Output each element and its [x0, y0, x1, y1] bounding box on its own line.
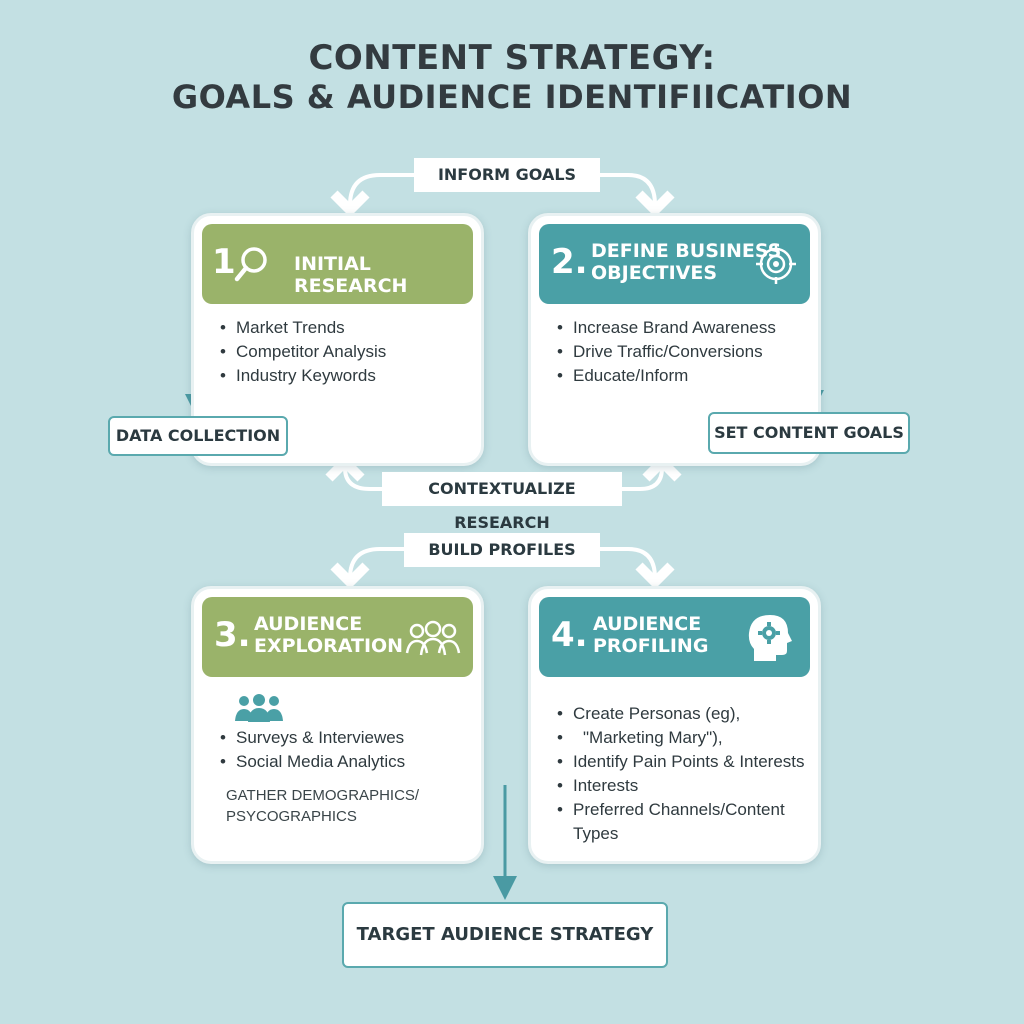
target-audience-strategy-box: TARGET AUDIENCE STRATEGY [342, 902, 668, 968]
card-1-title: INITIAL RESEARCH [294, 253, 408, 297]
contextualize-right-arrow [620, 454, 682, 491]
list-item: Drive Traffic/Conversions [557, 340, 776, 364]
list-item: Educate/Inform [557, 364, 776, 388]
card-3-bullets: Surveys & Interviewes Social Media Analy… [220, 726, 405, 774]
card-1-number: 1 [212, 242, 236, 282]
inform-goals-left-arrow [330, 173, 415, 218]
build-profiles-right-arrow [600, 547, 675, 590]
set-content-goals-box: SET CONTENT GOALS [708, 412, 910, 454]
card-4-number: 4. [551, 615, 588, 655]
inform-goals-right-arrow [600, 173, 675, 218]
list-item: Identify Pain Points & Interests [557, 750, 818, 774]
list-item: Competitor Analysis [220, 340, 386, 364]
card-4-bullets: Create Personas (eg), "Marketing Mary"),… [557, 702, 818, 846]
contextualize-research-label: CONTEXTUALIZE RESEARCH [382, 472, 622, 532]
card-audience-profiling: 4. AUDIENCE PROFILING Create Personas (e… [528, 586, 821, 864]
build-profiles-left-arrow [330, 547, 405, 590]
card-3-title-line-1: AUDIENCE [254, 613, 363, 635]
card-4-title-line-1: AUDIENCE [593, 613, 702, 635]
card-4-header: 4. AUDIENCE PROFILING [539, 597, 810, 677]
title-line-2: GOALS & AUDIENCE IDENTIFIICATION [171, 78, 853, 116]
people-icon [235, 694, 283, 722]
inform-goals-label: INFORM GOALS [414, 158, 600, 192]
list-item: Social Media Analytics [220, 750, 405, 774]
card-2-header: 2. DEFINE BUSINESS OBJECTIVES [539, 224, 810, 304]
card-initial-research: 1 INITIAL RESEARCH Market Trends Competi… [191, 213, 484, 466]
card-audience-exploration: 3. AUDIENCE EXPLORATION Surveys & Interv… [191, 586, 484, 864]
group-icon [405, 620, 461, 656]
target-icon [756, 244, 796, 284]
card-3-number: 3. [214, 615, 251, 655]
list-item: "Marketing Mary"), [557, 726, 818, 750]
card-2-title-line-1: DEFINE BUSINESS [591, 240, 782, 262]
card-define-business-objectives: 2. DEFINE BUSINESS OBJECTIVES Increase B… [528, 213, 821, 466]
list-item: Interests [557, 774, 818, 798]
card-2-title-line-2: OBJECTIVES [591, 262, 718, 284]
list-item: Increase Brand Awareness [557, 316, 776, 340]
card-4-title-line-2: PROFILING [593, 635, 709, 657]
list-item: Surveys & Interviewes [220, 726, 405, 750]
contextualize-left-arrow [325, 454, 385, 491]
head-gear-icon [748, 615, 792, 661]
list-item: Industry Keywords [220, 364, 386, 388]
card-2-number: 2. [551, 242, 588, 282]
card-3-note-line-2: PSYCOGRAPHICS [226, 808, 357, 825]
list-item: Market Trends [220, 316, 386, 340]
card-1-header: 1 INITIAL RESEARCH [202, 224, 473, 304]
title-line-1: CONTENT STRATEGY: [308, 38, 716, 78]
card-2-bullets: Increase Brand Awareness Drive Traffic/C… [557, 316, 776, 388]
magnifier-icon [234, 247, 267, 282]
list-item: Preferred Channels/Content Types [557, 798, 818, 846]
build-profiles-label: BUILD PROFILES [404, 533, 600, 567]
card-3-header: 3. AUDIENCE EXPLORATION [202, 597, 473, 677]
data-collection-box: DATA COLLECTION [108, 416, 288, 456]
card-3-title-line-2: EXPLORATION [254, 635, 404, 657]
list-item: Create Personas (eg), [557, 702, 818, 726]
card-3-note-line-1: GATHER DEMOGRAPHICS/ [226, 787, 420, 804]
card-1-bullets: Market Trends Competitor Analysis Indust… [220, 316, 386, 388]
